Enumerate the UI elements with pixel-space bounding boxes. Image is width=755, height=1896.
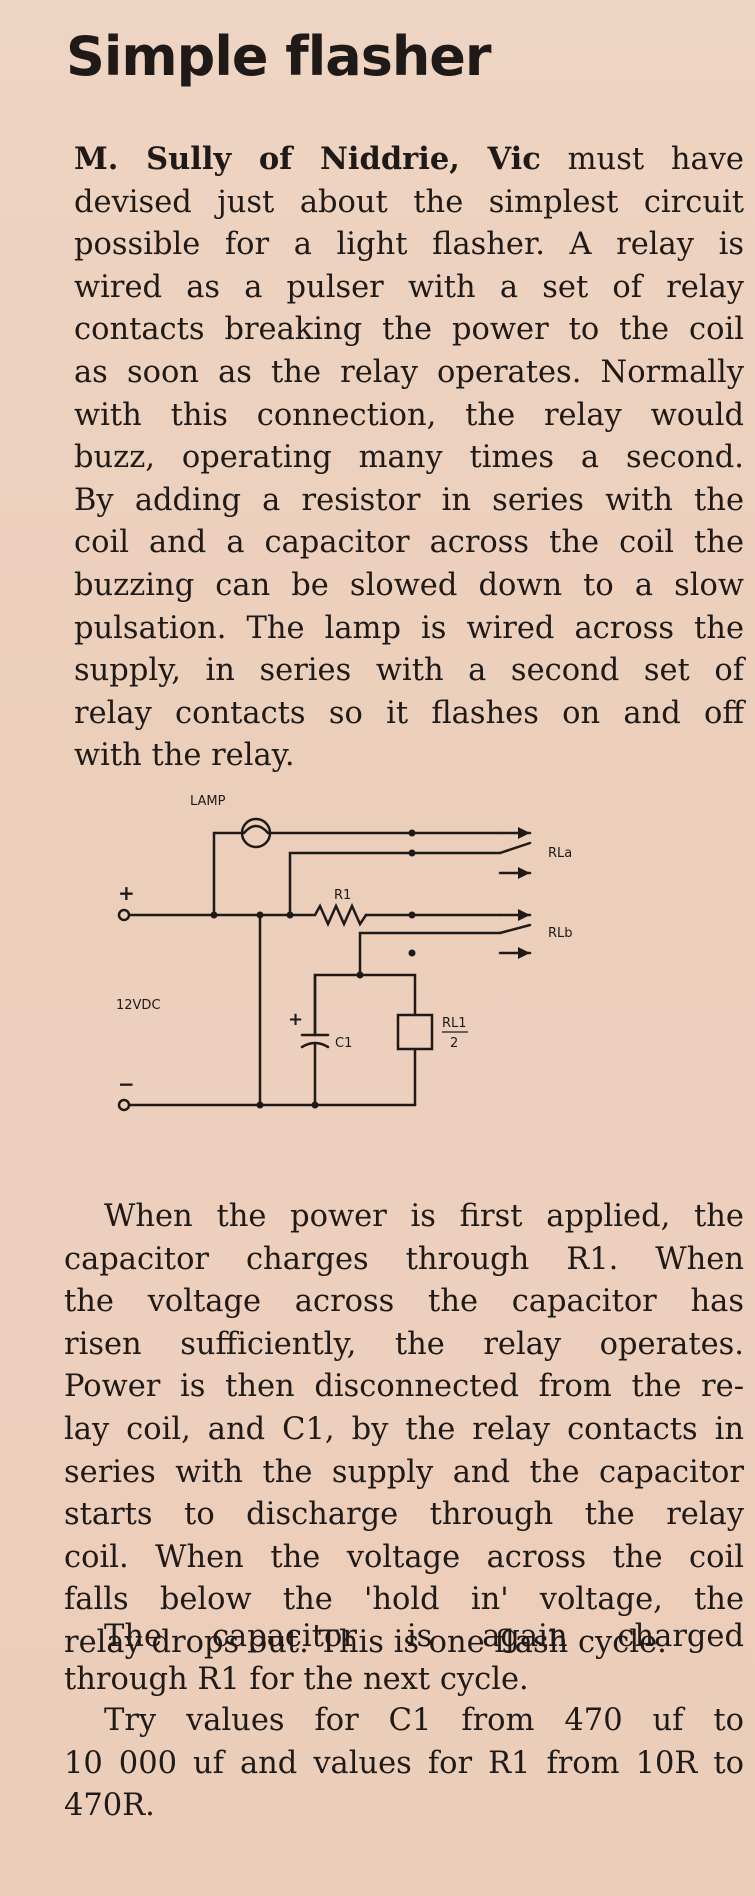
lamp-filament [242,824,270,835]
rla-arm [498,841,532,855]
body-line: Try values for C1 from 470 uf to [104,1703,744,1738]
negative-terminal [117,1098,131,1112]
body-line: coil. When the voltage across the coil [64,1539,744,1575]
intro-line: as soon as the relay operates. Normally [74,354,744,390]
cycle-paragraph: The capacitor is again charged through R… [64,1616,744,1701]
rla-label: RLa [548,846,572,861]
intro-line: contacts breaking the power to the coil [74,312,744,348]
r1-label: R1 [334,888,351,903]
rlb-label: RLb [548,926,573,941]
body-line: 10 000 uf and values for R1 from 10R to [64,1745,744,1781]
intro-line: relay contacts so it flashes on and off [74,695,744,731]
body-line: the voltage across the capacitor has [64,1284,744,1320]
intro-line: with this connection, the relay would [74,397,744,433]
rla-common-wire [288,851,502,917]
positive-terminal [117,908,131,922]
intro-line: coil and a capacitor across the coil the [74,525,744,561]
intro-line: buzzing can be slowed down to a slow [74,567,744,603]
coil-label-bottom: 2 [450,1036,458,1051]
values-paragraph: Try values for C1 from 470 uf to 10 000 … [64,1700,744,1828]
supply-voltage-label: 12VDC [116,998,161,1013]
rlb-common-wire [358,931,502,977]
body-line: relay drops out. This is one flash cycle… [64,1624,667,1660]
intro-line: pulsation. The lamp is wired across the [74,610,744,646]
coil-label-top: RL1 [442,1016,467,1031]
plus-label: + [118,881,135,905]
lamp-symbol [240,817,272,849]
body-line: starts to discharge through the relay [64,1497,744,1533]
minus-label: − [118,1072,135,1096]
intro-paragraph: M. Sully of Niddrie, Vic must have devis… [74,138,744,778]
flasher-schematic: LAMP RLa RLb R1 C1 12VDC + − + RL1 2 [116,794,573,1112]
body-line: falls below the 'hold in' voltage, the [64,1582,744,1618]
intro-line: possible for a light flasher. A relay is [74,227,744,263]
body-line: lay coil, and C1, by the relay contacts … [64,1411,744,1447]
relay-coil [396,1013,434,1051]
rlb-arm [498,923,532,935]
body-line: series with the supply and the capacitor [64,1454,744,1490]
intro-line: supply, in series with a second set of [74,653,744,689]
body-line: through R1 for the next cycle. [64,1661,529,1697]
cap-plus-label: + [288,1009,303,1030]
body-line: When the power is first applied, the [104,1199,744,1234]
lamp-label: LAMP [190,794,226,809]
intro-line: wired as a pulser with a set of relay [74,269,744,305]
body-line: risen sufficiently, the relay operates. [64,1326,744,1362]
cap-coil-top-wire [313,973,417,1037]
c1-label: C1 [335,1036,352,1051]
intro-line: devised just about the simplest circuit [74,184,744,220]
lamp-feed-wire [212,831,242,917]
intro-line: By adding a resistor in series with the [74,482,744,518]
body-line: Power is then disconnected from the re- [64,1369,744,1405]
intro-line: with the relay. [74,738,295,774]
body-line: 470R. [64,1788,155,1824]
intro-line: M. Sully of Niddrie, Vic must have [74,141,744,177]
intro-line: buzz, operating many times a second. [74,440,744,476]
r1-resistor [313,902,368,928]
author-credit: M. Sully of Niddrie, Vic [74,141,541,177]
body-line: The capacitor is again charged [104,1619,744,1654]
explanation-paragraph: When the power is first applied, the cap… [64,1196,744,1665]
article-title: Simple flasher [66,25,492,88]
body-line: capacitor charges through R1. When [64,1241,744,1277]
